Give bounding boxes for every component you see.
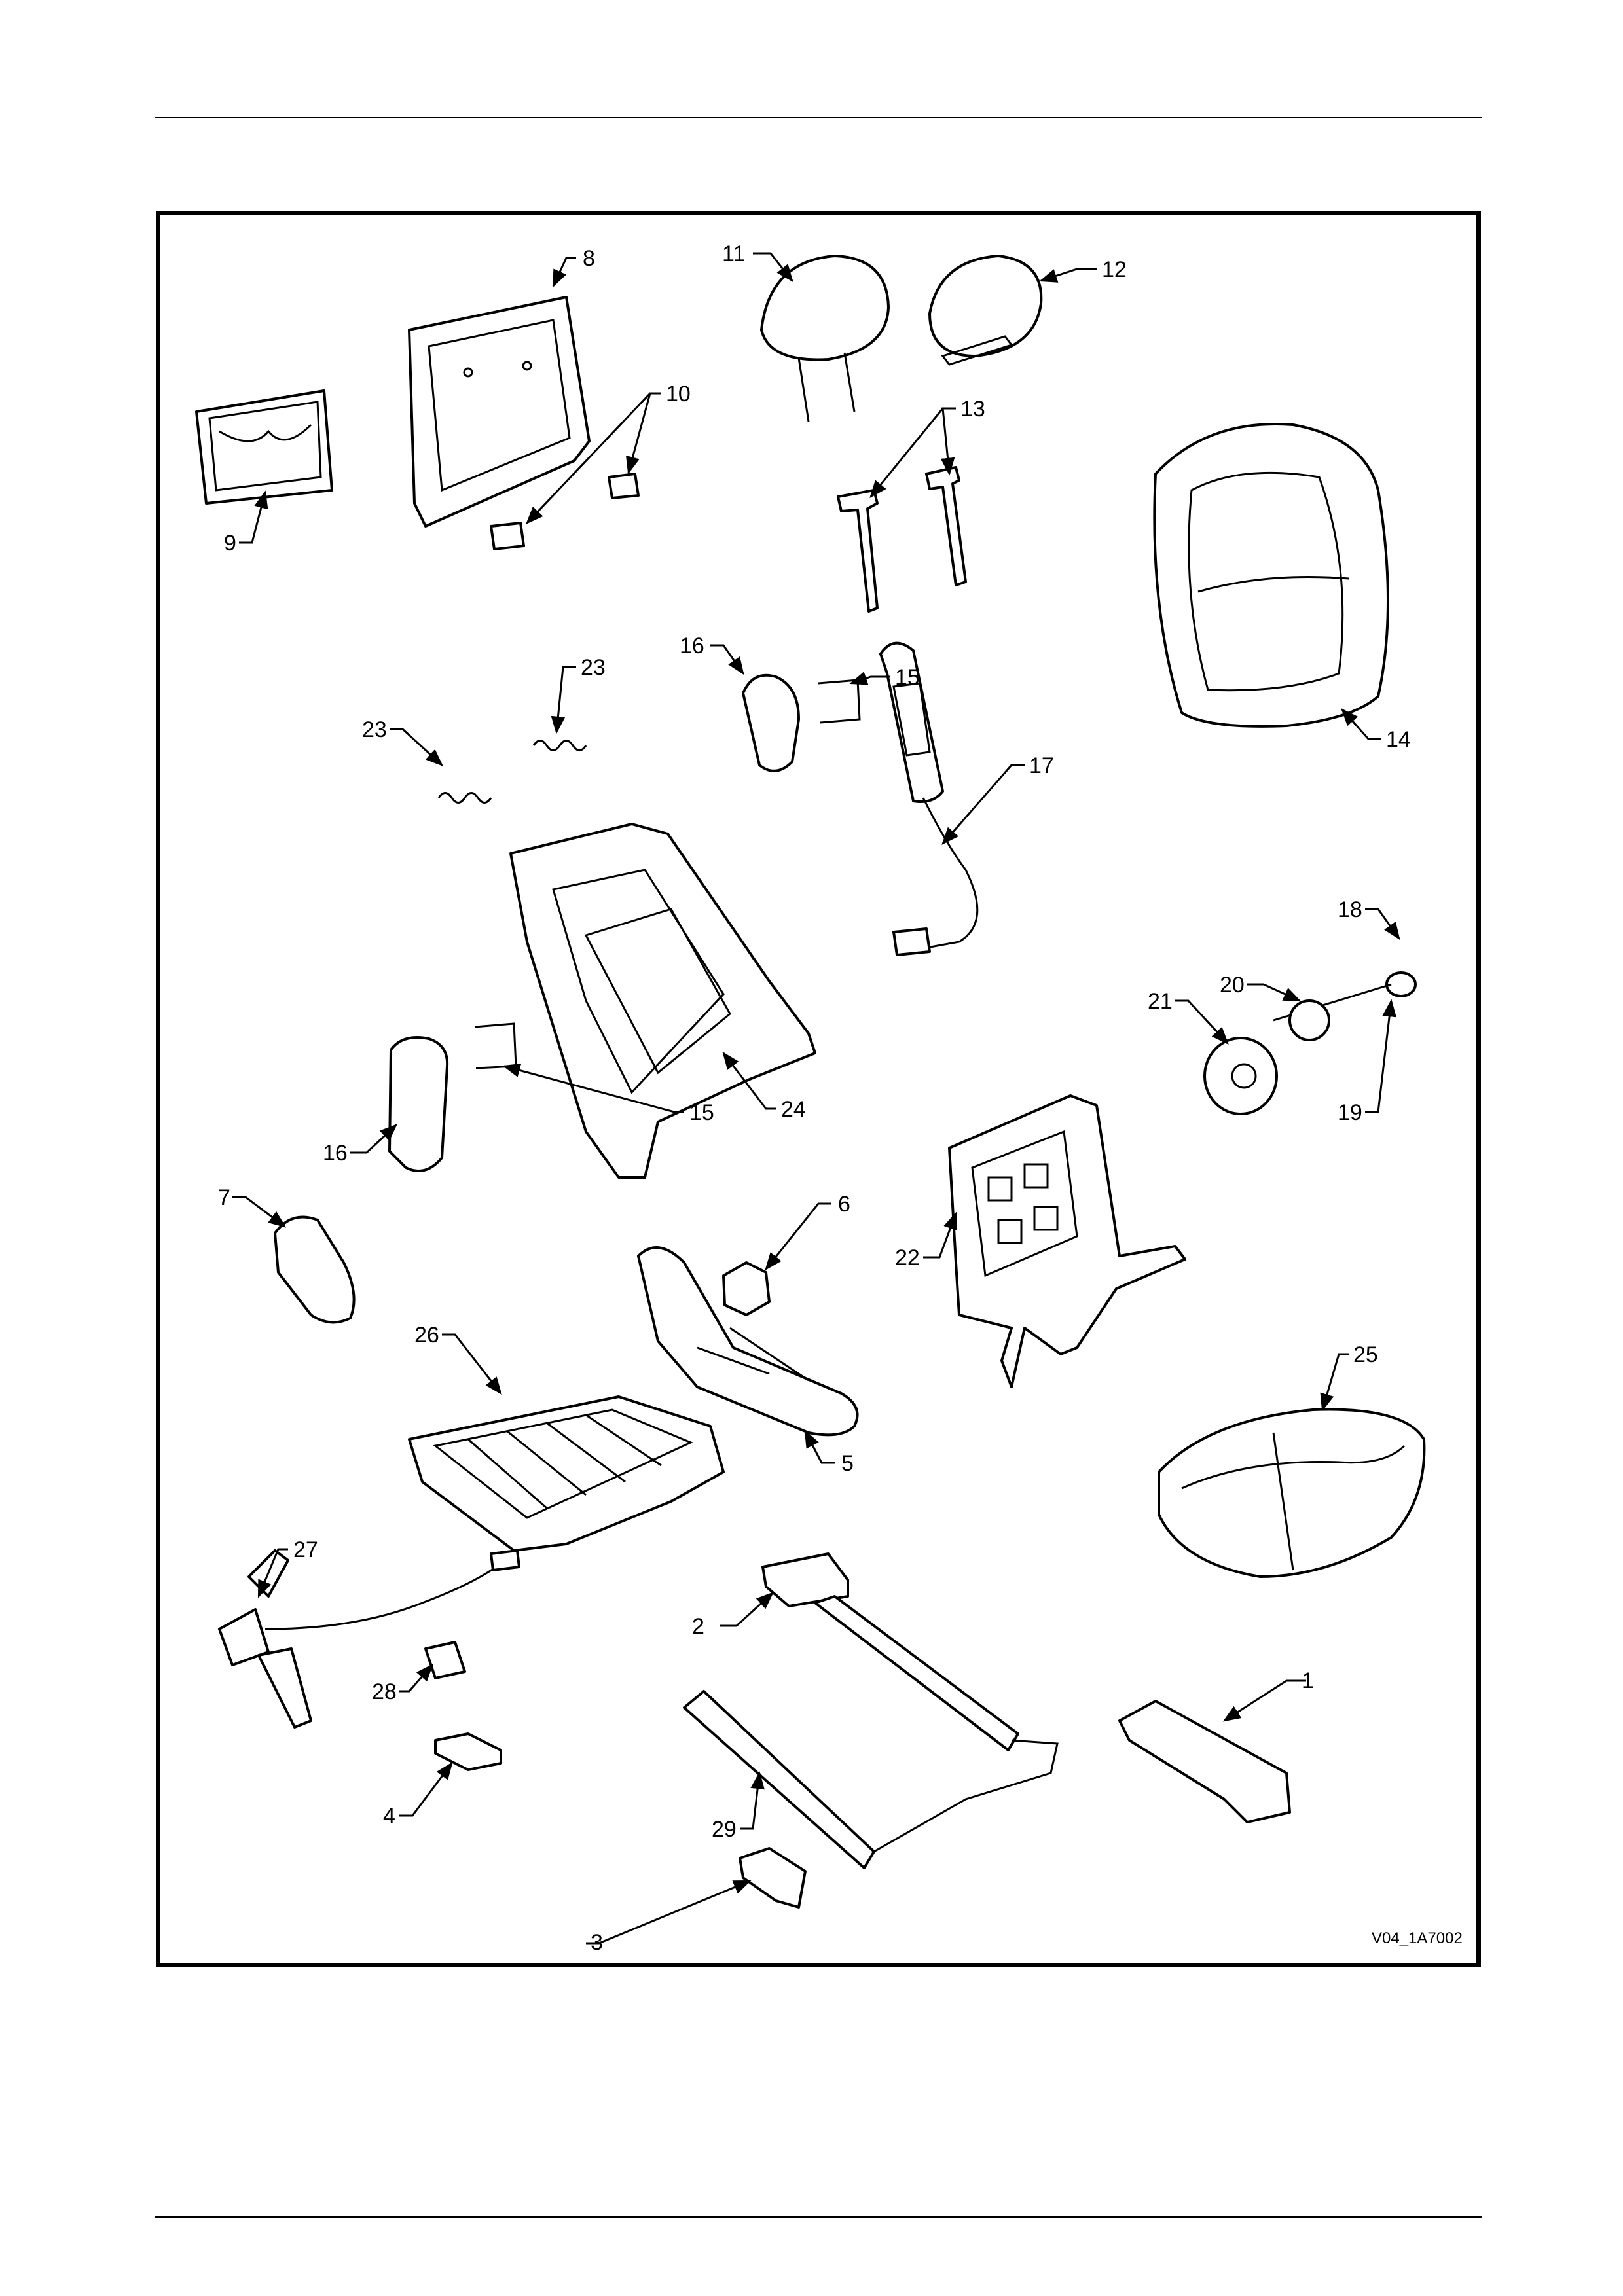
callout-23: 23 [581,655,606,680]
part-8-seat-back-panel [409,297,589,526]
part-9-back-pocket-panel [196,391,332,503]
callout-7: 7 [218,1185,230,1210]
callout-4: 4 [383,1804,395,1829]
callout-5: 5 [841,1451,854,1476]
part-28-clip [426,1642,465,1678]
callout-16b: 16 [323,1141,348,1166]
part-26-seat-cushion-frame [409,1397,723,1551]
footer-rule [155,2216,1482,2218]
callout-19: 19 [1338,1100,1362,1125]
part-27-seat-belt-buckle [219,1551,519,1727]
callout-23b: 23 [362,717,387,742]
callout-17: 17 [1029,753,1054,778]
part-25-seat-cushion [1159,1410,1424,1577]
figure-reference-code: V04_1A7002 [1372,1929,1463,1947]
callout-20: 20 [1220,973,1245,997]
callout-26: 26 [414,1323,439,1348]
part-22-cushion-pan [949,1096,1185,1387]
callout-1: 1 [1302,1668,1314,1693]
callout-25: 25 [1353,1342,1378,1367]
part-4-bracket [435,1734,501,1770]
callout-15: 15 [895,665,920,690]
callout-8: 8 [583,246,595,271]
callout-16: 16 [680,634,704,658]
part-7-side-trim [275,1217,354,1323]
callout-29: 29 [712,1817,737,1842]
callout-18: 18 [1338,897,1362,922]
callout-27: 27 [293,1537,318,1562]
exploded-diagram-frame: 1 2 3 4 5 6 7 8 9 10 11 12 13 14 15 15 1… [156,211,1481,1967]
callout-9: 9 [224,531,236,556]
callout-10: 10 [666,382,691,406]
part-29-seat-rails [684,1596,1057,1868]
callout-2: 2 [692,1614,704,1639]
header-rule [155,117,1482,118]
callout-28: 28 [372,1679,397,1704]
part-14-seat-back-cushion [1154,424,1388,726]
callout-3: 3 [591,1930,603,1955]
callout-22: 22 [895,1246,920,1270]
callout-21: 21 [1148,989,1173,1014]
part-3-end-cap [740,1848,805,1907]
part-13-headrest-guides [838,467,966,611]
part-12-headrest-cover [930,256,1041,365]
part-1-rail-cover [1120,1701,1290,1822]
part-23-springs [439,741,586,803]
part-6-knob [723,1263,769,1315]
callout-12: 12 [1102,257,1127,282]
callout-11: 11 [722,242,745,266]
part-11-headrest [761,256,888,422]
part-17-airbag-module [881,643,977,955]
callout-14: 14 [1386,727,1411,752]
callout-15b: 15 [689,1100,714,1125]
callout-6: 6 [838,1192,850,1217]
part-24-seat-back-frame [511,824,815,1177]
callout-13: 13 [960,397,985,422]
seat-assembly-exploded-view: 1 2 3 4 5 6 7 8 9 10 11 12 13 14 15 15 1… [160,215,1476,1963]
callout-24: 24 [781,1097,806,1122]
